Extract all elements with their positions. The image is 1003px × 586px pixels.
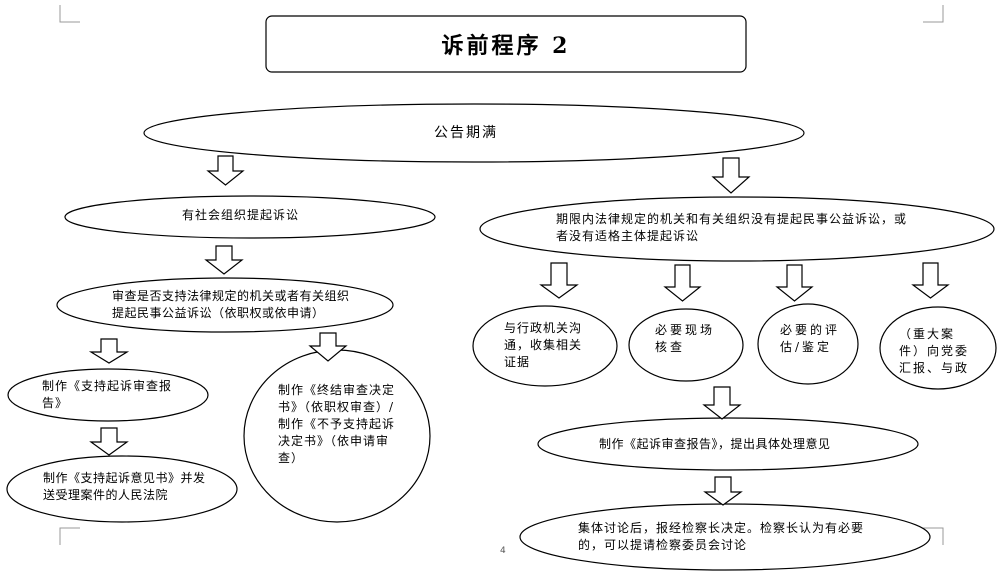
page-number: 4 (500, 546, 506, 556)
node-support-opinion-label: 制作《支持起诉意见书》并发送受理案件的人民法院 (43, 471, 206, 502)
arrow-right-to-appraisal (775, 264, 814, 302)
node-site-check-label: 必要现场核查 (655, 323, 716, 354)
node-communicate-shape (472, 305, 618, 387)
node-appraisal-shape (757, 303, 859, 385)
arrow-right-to-report-party (911, 262, 950, 299)
arrow-right-to-communicate (539, 262, 579, 299)
page-title: 诉前程序 2 (441, 33, 571, 59)
node-review-shape (56, 277, 394, 333)
node-support-report-label: 制作《支持起诉审查报告》 (42, 379, 173, 410)
node-appraisal-label: 必要的评估/鉴定 (780, 323, 841, 354)
node-prosecution-report-shape (537, 417, 919, 471)
arrow-right-to-site-check (663, 264, 702, 302)
node-support-report-shape (7, 368, 209, 422)
node-top-shape (143, 103, 805, 163)
title-box (265, 15, 747, 73)
node-site-check-shape (628, 308, 744, 382)
node-report-party-shape (879, 306, 997, 390)
page-corner-marks (59, 5, 944, 545)
arrow-review-to-support (88, 338, 130, 364)
node-report-party-label: （重大案件）向党委汇报、与政 (899, 327, 970, 375)
arrow-to-prosecution-report (702, 386, 742, 420)
node-left-branch-label: 有社会组织提起诉讼 (182, 208, 300, 222)
node-prosecution-report-label: 制作《起诉审查报告》，提出具体处理意见 (599, 437, 831, 451)
arrow-top-to-left (206, 155, 245, 186)
node-left-branch-shape (64, 195, 436, 239)
node-communicate-label: 与行政机关沟通，收集相关证据 (504, 321, 583, 369)
node-right-branch-shape (479, 196, 995, 262)
arrow-top-to-right (711, 157, 751, 194)
arrow-review-to-terminate (308, 332, 348, 362)
node-support-opinion-shape (6, 455, 238, 523)
node-top-label: 公告期满 (434, 125, 498, 141)
arrow-support-to-opinion (89, 427, 129, 456)
node-collective-discussion-label: 集体讨论后，报经检察长决定。检察长认为有必要的，可以提请检察委员会讨论 (578, 521, 865, 552)
arrow-left-to-review (204, 245, 244, 275)
node-terminate-decision-label: 制作《终结审查决定书》（依职权审查）/ 制作《不予支持起诉决定书》（依申请审查） (278, 383, 396, 465)
node-review-label: 审查是否支持法律规定的机关或者有关组织提起民事公益诉讼（依职权或依申请） (112, 289, 350, 320)
node-right-branch-label: 期限内法律规定的机关和有关组织没有提起民事公益诉讼，或者没有适格主体提起诉讼 (556, 212, 908, 243)
arrow-to-collective-discussion (703, 476, 743, 506)
